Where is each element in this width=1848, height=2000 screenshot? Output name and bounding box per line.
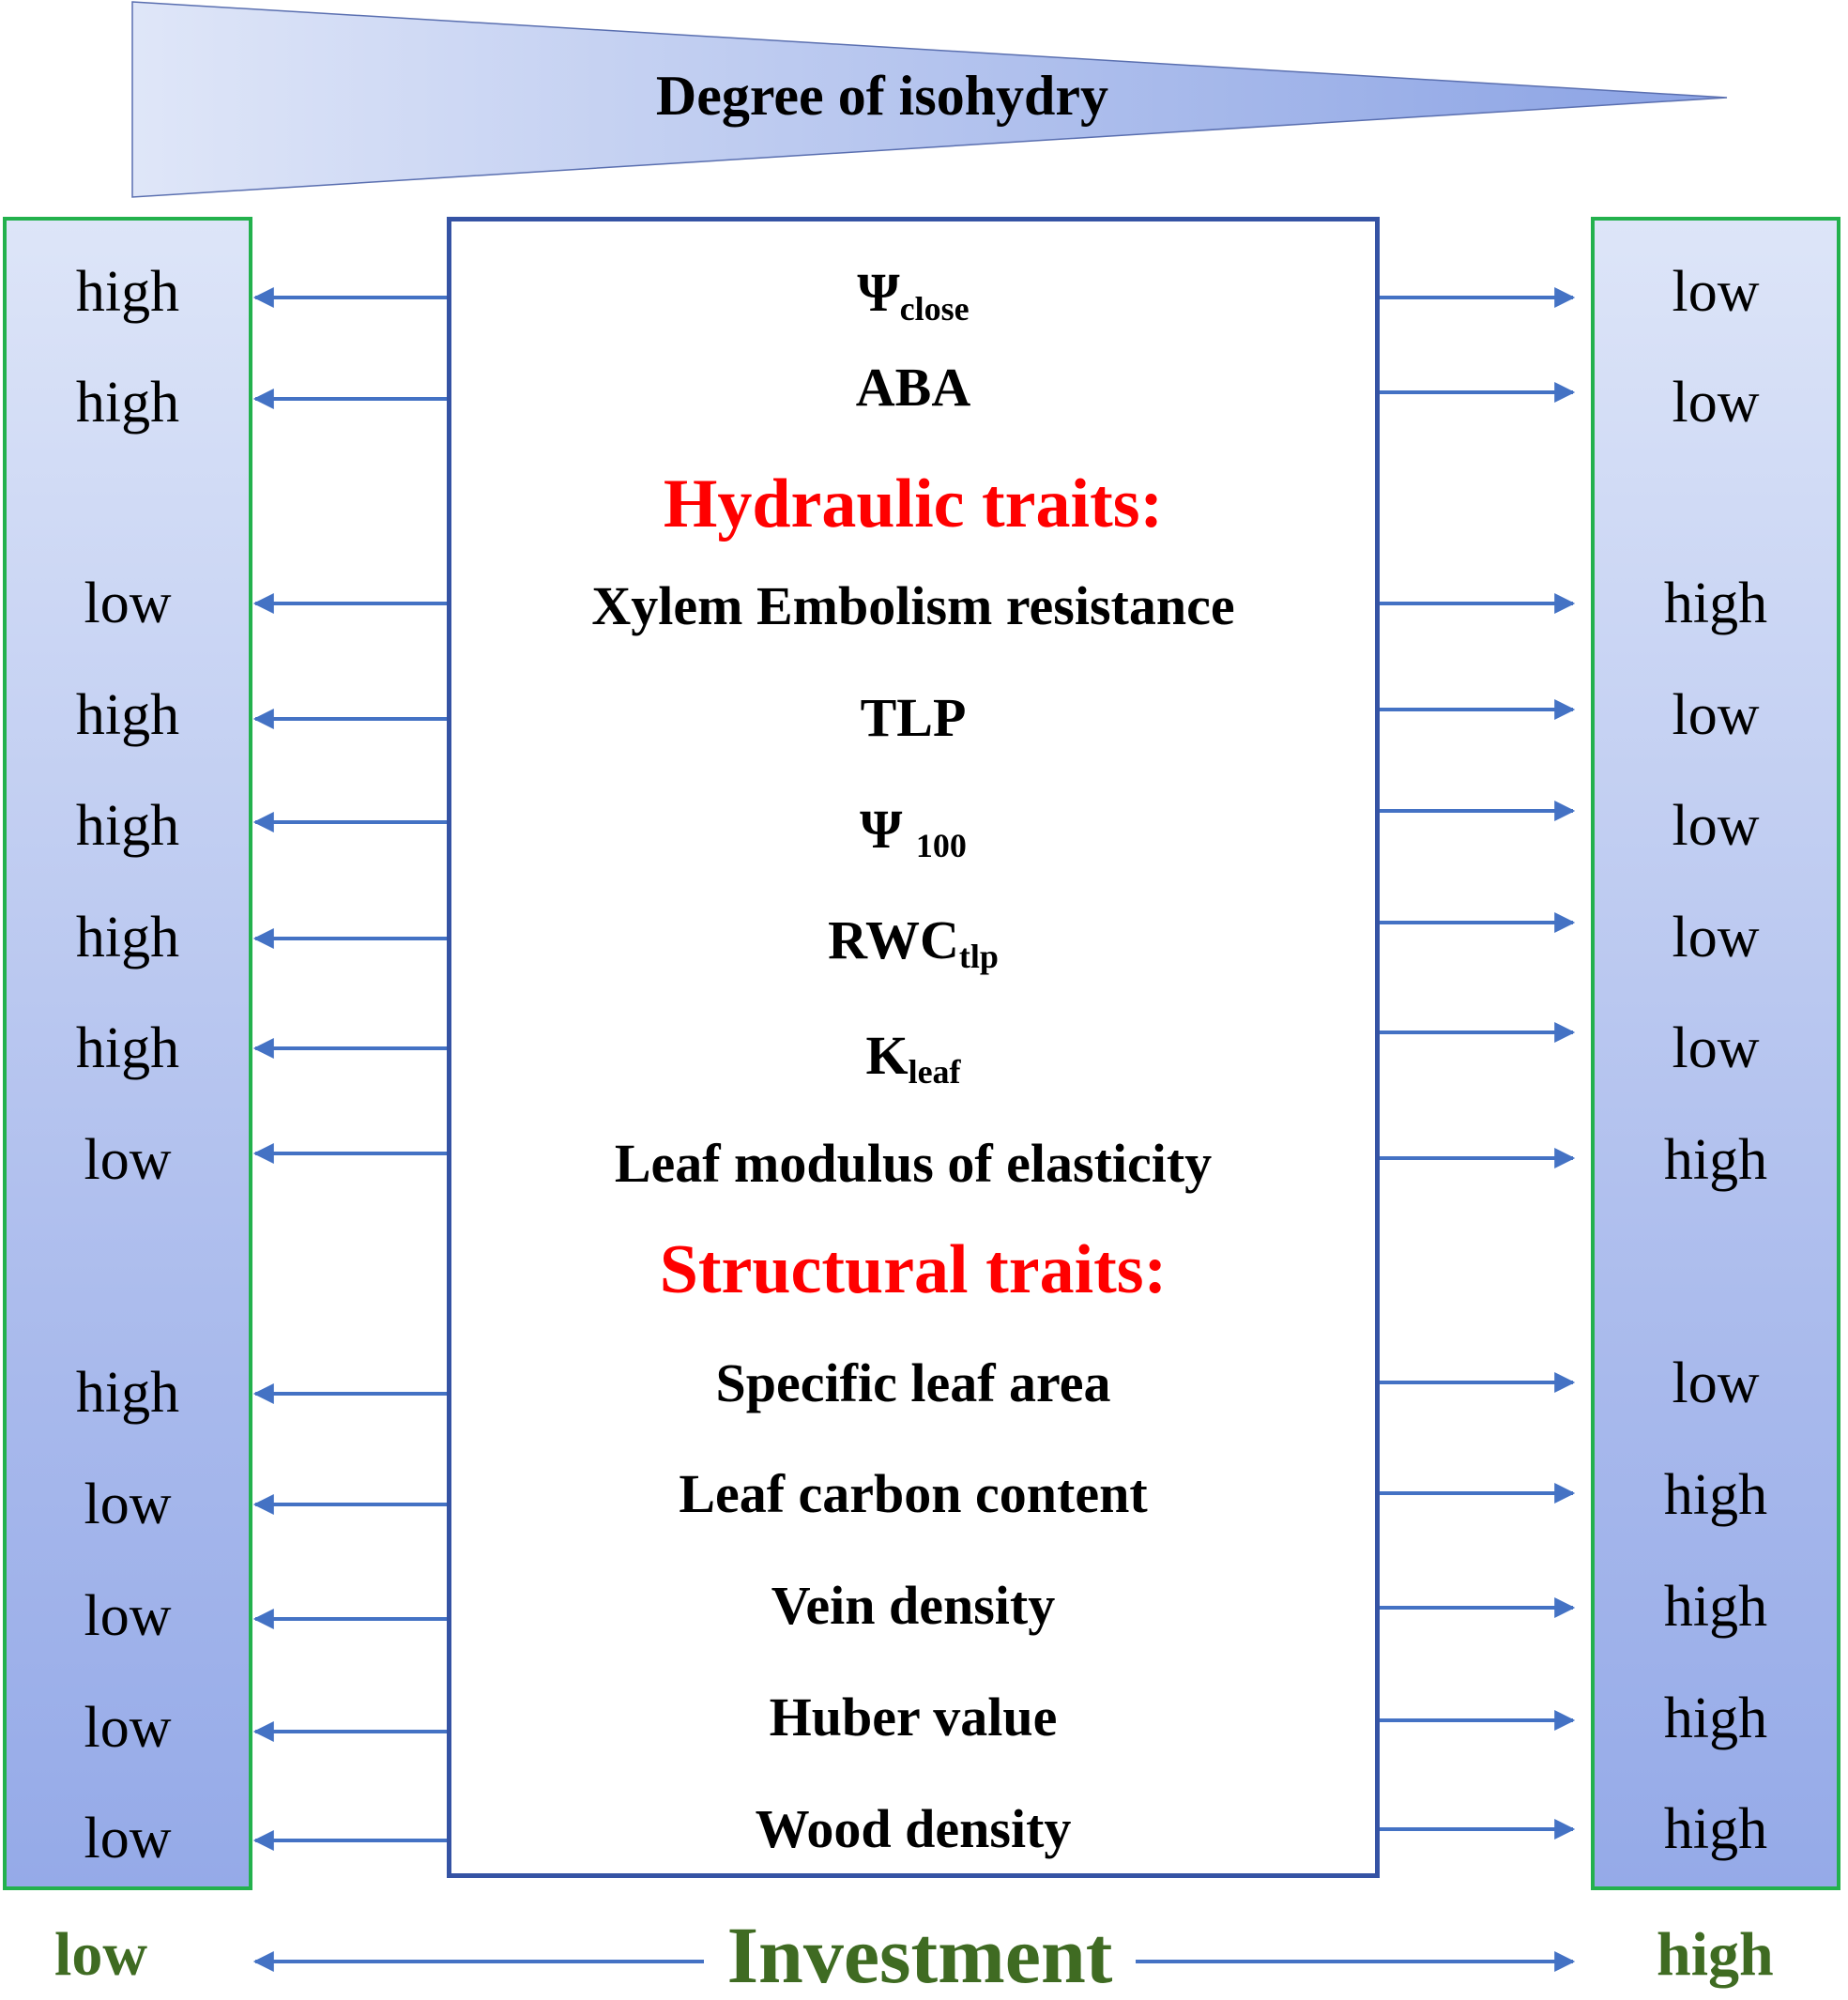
trait-label: RWC [828, 909, 959, 970]
investment-high-label: high [1657, 1920, 1774, 1989]
left-value: low [84, 1696, 172, 1760]
trait-label: K [865, 1025, 909, 1086]
investment-title: Investment [704, 1915, 1136, 1995]
trait-specific-leaf-area: Specific leaf area [447, 1356, 1380, 1411]
investment-low-label: low [54, 1920, 147, 1989]
right-value: low [1672, 1351, 1760, 1415]
trait-symbol: Ψ [860, 799, 916, 860]
trait-huber-value: Huber value [447, 1690, 1380, 1745]
trait-leaf-carbon-content: Leaf carbon content [447, 1467, 1380, 1521]
trait-tlp: TLP [447, 691, 1380, 745]
left-value: high [75, 906, 180, 969]
right-value: high [1663, 1128, 1768, 1192]
right-value-column: low low high low low low low high low hi… [1591, 217, 1840, 1890]
left-value: high [75, 1361, 180, 1425]
right-value: high [1663, 1463, 1768, 1527]
trait-label: Vein density [771, 1575, 1056, 1636]
left-value: low [84, 572, 172, 635]
trait-leaf-modulus-of-elasticity: Leaf modulus of elasticity [447, 1137, 1380, 1191]
trait-psi-100: Ψ 100 [447, 799, 1380, 863]
trait-label: Xylem Embolism resistance [591, 575, 1235, 636]
trait-k-leaf: Kleaf [447, 1029, 1380, 1090]
left-value: low [84, 1128, 172, 1192]
left-value: high [75, 794, 180, 858]
right-value: low [1672, 371, 1760, 435]
trait-subscript: 100 [915, 827, 967, 864]
trait-label: Specific leaf area [715, 1352, 1111, 1413]
left-value: low [84, 1584, 172, 1648]
right-value: high [1663, 1797, 1768, 1861]
wedge-label: Degree of isohydry [655, 65, 1109, 127]
right-value: high [1663, 1687, 1768, 1750]
trait-aba: ABA [447, 360, 1380, 415]
trait-label: Wood density [755, 1798, 1072, 1859]
trait-subscript: tlp [958, 938, 999, 975]
trait-label: ABA [855, 357, 971, 418]
structural-traits-heading: Structural traits: [659, 1231, 1168, 1308]
left-value: high [75, 371, 180, 435]
trait-rwc-tlp: RWCtlp [447, 913, 1380, 974]
trait-vein-density: Vein density [447, 1579, 1380, 1633]
left-value-column: high high low high high high high low hi… [3, 217, 252, 1890]
right-value: high [1663, 572, 1768, 635]
right-value: low [1672, 683, 1760, 747]
trait-subscript: close [899, 290, 970, 328]
trait-label: Leaf modulus of elasticity [614, 1133, 1213, 1194]
right-value: high [1663, 1575, 1768, 1639]
left-value: low [84, 1807, 172, 1870]
right-value: low [1672, 1016, 1760, 1080]
trait-xylem-embolism-resistance: Xylem Embolism resistance [447, 579, 1380, 634]
left-value: high [75, 1016, 180, 1080]
right-value: low [1672, 906, 1760, 969]
trait-box [447, 217, 1380, 1878]
trait-symbol: Ψ [857, 262, 900, 323]
trait-subscript: leaf [908, 1053, 961, 1091]
left-value: high [75, 260, 180, 324]
right-value: low [1672, 794, 1760, 858]
right-value: low [1672, 260, 1760, 324]
left-value: high [75, 683, 180, 747]
trait-label: TLP [860, 687, 967, 748]
hydraulic-traits-heading: Hydraulic traits: [663, 466, 1164, 542]
trait-label: Leaf carbon content [679, 1463, 1148, 1524]
trait-psi-close: Ψclose [447, 266, 1380, 327]
left-value: low [84, 1473, 172, 1536]
trait-wood-density: Wood density [447, 1802, 1380, 1856]
trait-label: Huber value [769, 1687, 1058, 1748]
isohydry-wedge [131, 1, 1728, 198]
